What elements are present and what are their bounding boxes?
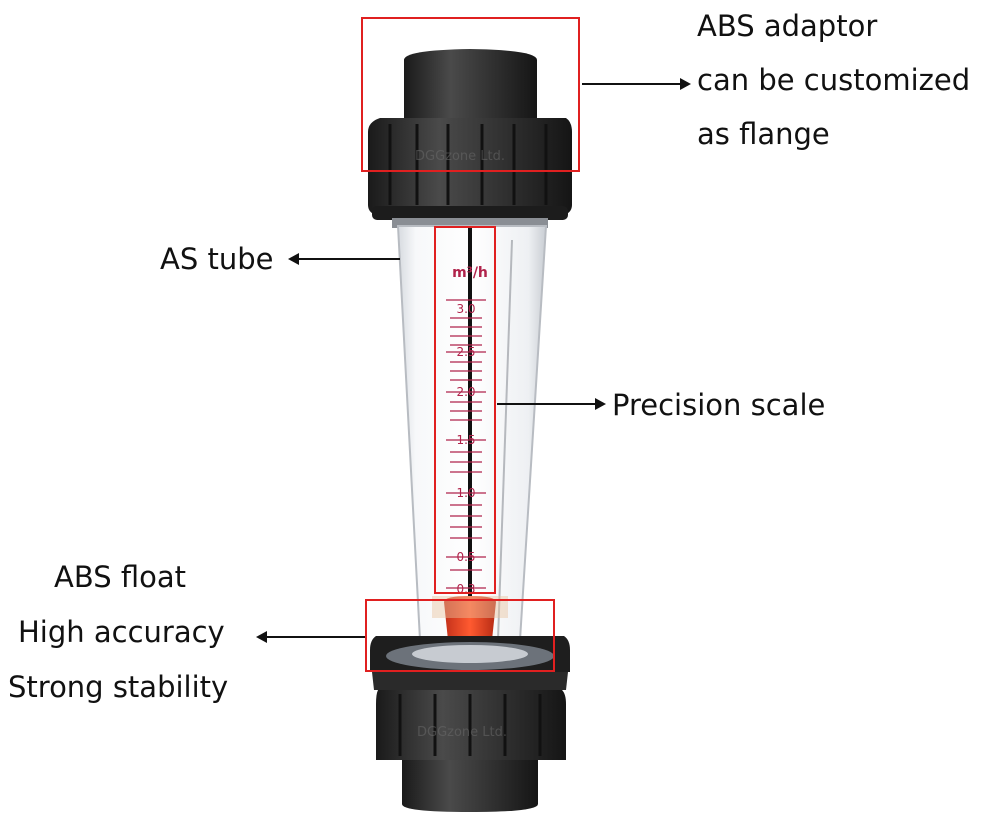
scale-markings [446, 299, 486, 589]
tube-arrow [288, 253, 400, 265]
tube-label: AS tube [160, 242, 274, 276]
scale-tick-label: 0.5 [456, 550, 475, 564]
scale-tick-label: 2.5 [456, 345, 475, 359]
bottom-adaptor [370, 636, 570, 812]
scale-tick-label: 3.0 [456, 302, 475, 316]
adaptor-label-line-3: as flange [697, 117, 830, 151]
watermark: DGGzone Ltd. [415, 149, 505, 164]
adaptor-arrow [582, 78, 691, 90]
float-callout-box [365, 599, 555, 672]
adaptor-callout-box [361, 17, 580, 172]
scale-tick-label: 2.0 [456, 385, 475, 399]
adaptor-label-line-2: can be customized [697, 63, 971, 97]
adaptor-label-line-1: ABS adaptor [697, 9, 878, 43]
scale-tick-label: 1.0 [456, 486, 475, 500]
float-label-line-2: High accuracy [18, 615, 225, 649]
scale-arrow [497, 398, 606, 410]
float-label-line-3: Strong stability [8, 670, 229, 704]
scale-tick-label: 1.5 [456, 433, 475, 447]
scale-callout-box [434, 226, 496, 594]
float-label-line-1: ABS float [54, 560, 187, 594]
float-arrow [256, 631, 365, 643]
top-adaptor [368, 49, 572, 228]
watermark: DGGzone Ltd. [417, 725, 507, 740]
scale-unit: m³/h [452, 265, 488, 281]
scale-label: Precision scale [612, 388, 826, 422]
